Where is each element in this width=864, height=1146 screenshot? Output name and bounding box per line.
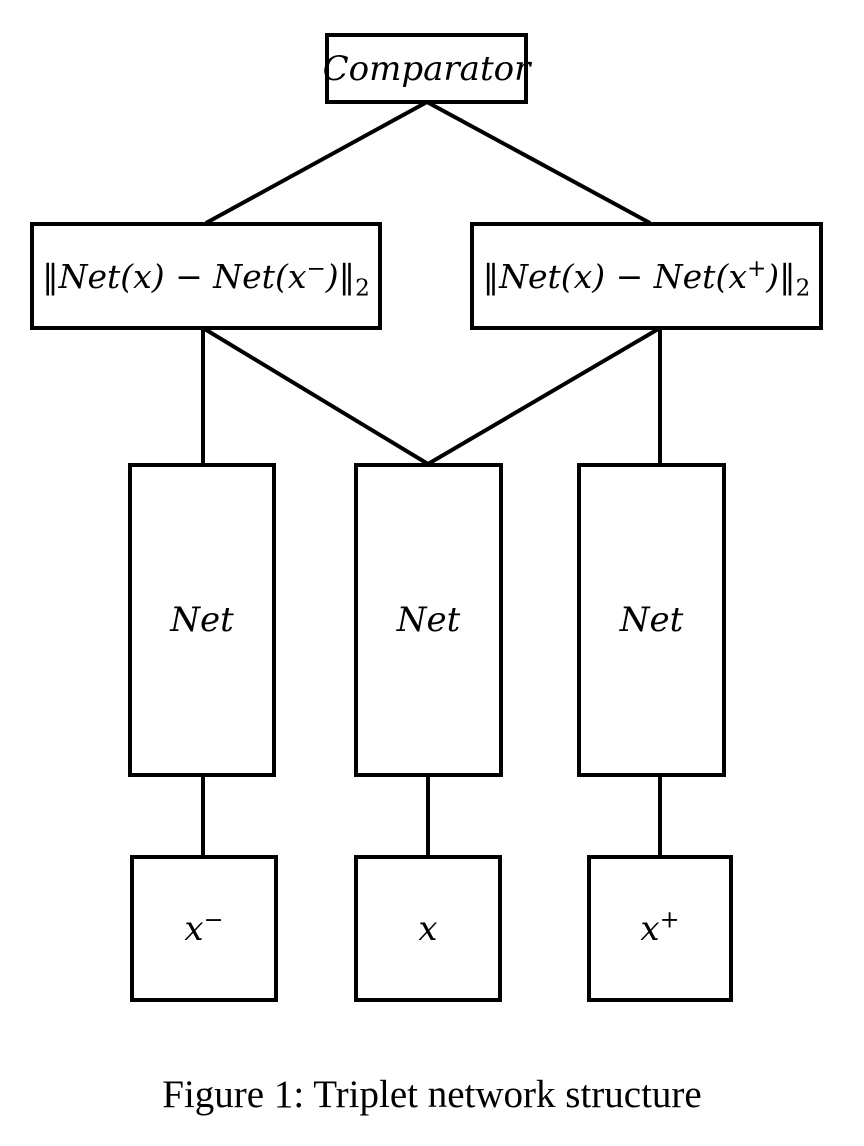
edge-distance-left-to-net-middle bbox=[201, 326, 430, 466]
input-positive-base: x bbox=[640, 908, 660, 949]
net-left-label: Net bbox=[170, 600, 234, 640]
figure-caption: Figure 1: Triplet network structure bbox=[162, 1073, 702, 1116]
input-anchor-node: x bbox=[354, 855, 502, 1002]
distance-negative-base1: ‖Net(x) − Net(x bbox=[42, 256, 307, 296]
input-positive-label: x+ bbox=[640, 907, 679, 949]
distance-positive-base1: ‖Net(x) − Net(x bbox=[482, 256, 747, 296]
net-middle-node: Net bbox=[354, 463, 503, 777]
input-negative-node: x− bbox=[130, 855, 278, 1002]
comparator-node: Comparator bbox=[322, 33, 531, 104]
distance-negative-node: ‖Net(x) − Net(x−)‖2 bbox=[30, 222, 382, 330]
net-left-node: Net bbox=[128, 463, 276, 777]
input-negative-superscript: − bbox=[203, 905, 224, 934]
net-right-label: Net bbox=[619, 600, 684, 640]
distance-positive-subscript: 2 bbox=[795, 275, 811, 302]
net-middle-label: Net bbox=[396, 600, 461, 640]
input-negative-label: x− bbox=[184, 907, 223, 949]
distance-negative-superscript: − bbox=[306, 255, 326, 282]
input-positive-superscript: + bbox=[659, 905, 680, 934]
edge-comparator-to-distance-left bbox=[205, 100, 428, 225]
input-anchor-base: x bbox=[418, 908, 438, 949]
input-positive-node: x+ bbox=[587, 855, 733, 1002]
input-anchor-label: x bbox=[418, 909, 437, 949]
distance-positive-superscript: + bbox=[746, 255, 767, 282]
net-right-node: Net bbox=[577, 463, 726, 777]
distance-positive-base2: )‖ bbox=[766, 256, 796, 296]
comparator-label: Comparator bbox=[322, 48, 531, 89]
distance-negative-label: ‖Net(x) − Net(x−)‖2 bbox=[42, 255, 370, 300]
input-negative-base: x bbox=[184, 908, 204, 949]
edge-comparator-to-distance-right bbox=[426, 100, 651, 225]
distance-negative-base2: )‖ bbox=[325, 256, 356, 296]
distance-negative-subscript: 2 bbox=[355, 275, 370, 302]
edge-distance-right-to-net-middle bbox=[426, 326, 662, 466]
distance-positive-node: ‖Net(x) − Net(x+)‖2 bbox=[470, 222, 823, 330]
distance-positive-label: ‖Net(x) − Net(x+)‖2 bbox=[482, 255, 811, 300]
